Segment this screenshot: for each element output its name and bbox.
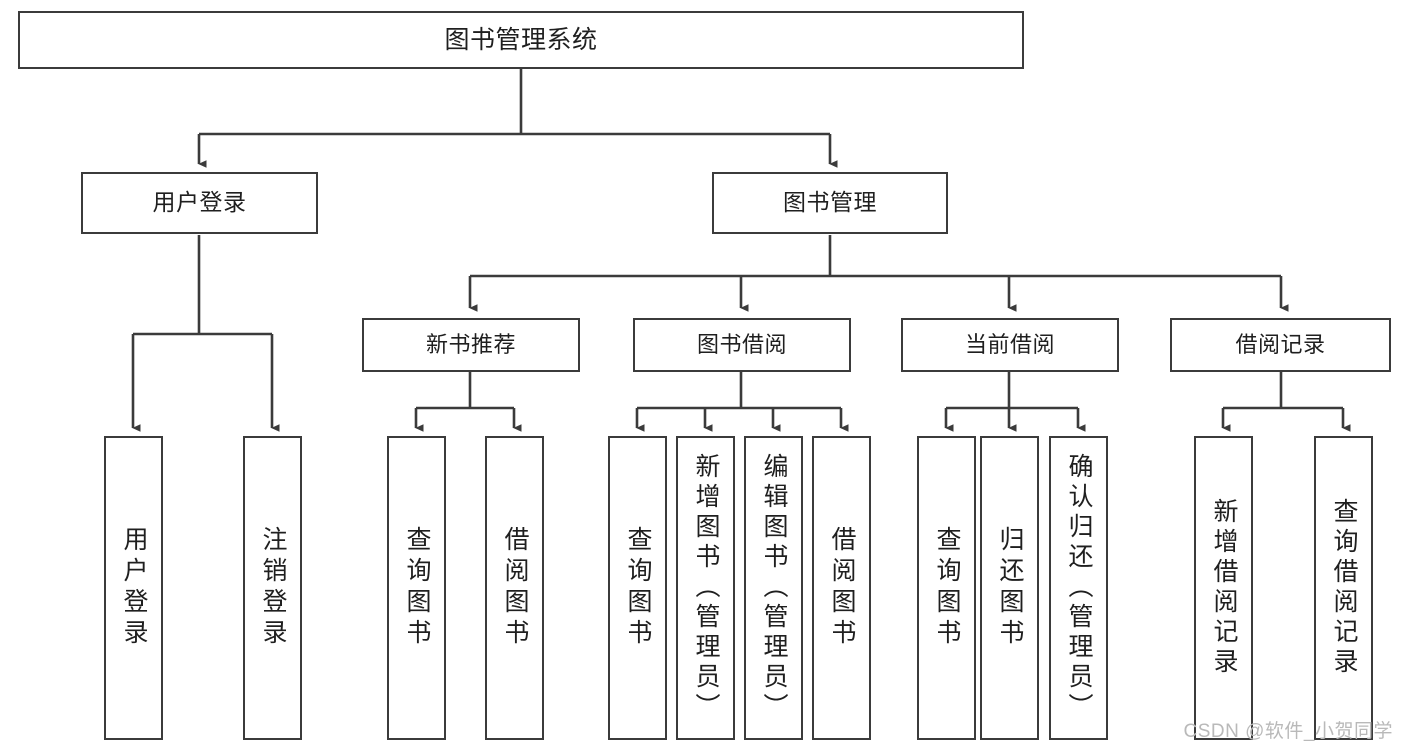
node-book-management[interactable]: 图书管理 [712, 172, 948, 234]
leaf-record-query-record[interactable]: 查询借阅记录 [1314, 436, 1373, 740]
leaf-current-confirm-return-admin[interactable]: 确认归还（管理员） [1049, 436, 1108, 740]
node-label: 注销登录 [259, 526, 287, 650]
node-new-book-recommend[interactable]: 新书推荐 [362, 318, 580, 372]
node-label: 查询借阅记录 [1330, 498, 1358, 678]
node-label: 用户登录 [152, 189, 247, 216]
leaf-user-login-logout[interactable]: 注销登录 [243, 436, 302, 740]
leaf-borrow-query-book[interactable]: 查询图书 [608, 436, 667, 740]
leaf-user-login-login[interactable]: 用户登录 [104, 436, 163, 740]
leaf-record-add-record[interactable]: 新增借阅记录 [1194, 436, 1253, 740]
leaf-current-query-book[interactable]: 查询图书 [917, 436, 976, 740]
leaf-recommend-query-book[interactable]: 查询图书 [387, 436, 446, 740]
node-label: 借阅图书 [501, 526, 529, 650]
node-label: 借阅记录 [1235, 331, 1326, 357]
node-current-borrow[interactable]: 当前借阅 [901, 318, 1119, 372]
leaf-borrow-edit-book-admin[interactable]: 编辑图书（管理员） [744, 436, 803, 740]
node-label: 查询图书 [624, 526, 652, 650]
node-label: 编辑图书（管理员） [760, 453, 788, 723]
leaf-recommend-borrow-book[interactable]: 借阅图书 [485, 436, 544, 740]
node-label: 用户登录 [120, 526, 148, 650]
node-label: 新书推荐 [425, 331, 516, 357]
node-user-login[interactable]: 用户登录 [81, 172, 318, 234]
node-book-borrow[interactable]: 图书借阅 [633, 318, 851, 372]
node-label: 确认归还（管理员） [1065, 453, 1093, 723]
node-label: 图书管理 [783, 189, 877, 216]
leaf-current-return-book[interactable]: 归还图书 [980, 436, 1039, 740]
leaf-borrow-borrow-book[interactable]: 借阅图书 [812, 436, 871, 740]
node-label: 归还图书 [996, 526, 1024, 650]
node-label: 查询图书 [403, 526, 431, 650]
node-label: 当前借阅 [964, 331, 1055, 357]
node-label: 新增图书（管理员） [692, 453, 720, 723]
node-label: 图书管理系统 [444, 26, 598, 54]
node-label: 借阅图书 [828, 526, 856, 650]
node-label: 图书借阅 [696, 331, 787, 357]
node-borrow-record[interactable]: 借阅记录 [1170, 318, 1391, 372]
node-label: 查询图书 [933, 526, 961, 650]
node-root-system[interactable]: 图书管理系统 [18, 11, 1024, 69]
watermark: CSDN @软件_小贺同学 [1183, 721, 1393, 742]
node-label: 新增借阅记录 [1210, 498, 1238, 678]
leaf-borrow-add-book-admin[interactable]: 新增图书（管理员） [676, 436, 735, 740]
